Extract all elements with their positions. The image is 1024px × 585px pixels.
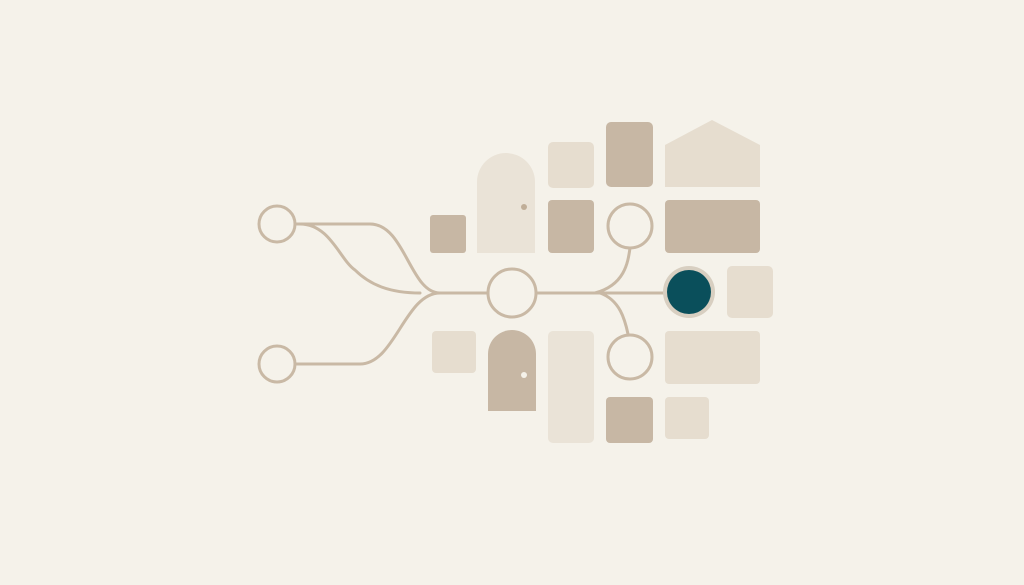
- door-knob-dark: [521, 372, 527, 378]
- tile-right-light: [727, 266, 773, 318]
- node-hub: [486, 267, 538, 319]
- tile-bottom-dark: [606, 397, 653, 443]
- tile-house: [665, 120, 760, 187]
- node-target: [667, 270, 711, 314]
- tile-small-left: [430, 215, 466, 253]
- node-input-top: [257, 204, 297, 244]
- connector-branch-up: [593, 246, 632, 295]
- node-branch-down: [606, 333, 654, 381]
- tile-bottom-pale: [665, 397, 709, 439]
- tile-mid-dark: [548, 200, 594, 253]
- tile-wide-dark: [665, 200, 760, 253]
- connector-bottom-input: [293, 291, 442, 366]
- connector-branch-down: [598, 291, 630, 336]
- tile-tall-dark: [606, 122, 653, 187]
- node-branch-up: [606, 202, 654, 250]
- tile-tall-pale: [548, 331, 594, 443]
- door-knob-light: [521, 204, 527, 210]
- tile-wide-pale: [665, 331, 760, 384]
- tile-door-dark: [488, 330, 536, 411]
- tile-door-light: [477, 153, 535, 253]
- node-input-bottom: [257, 344, 297, 384]
- tile-lower-left-pale: [432, 331, 476, 373]
- tile-top-pale: [548, 142, 594, 188]
- connector-top-input-inner: [298, 222, 422, 295]
